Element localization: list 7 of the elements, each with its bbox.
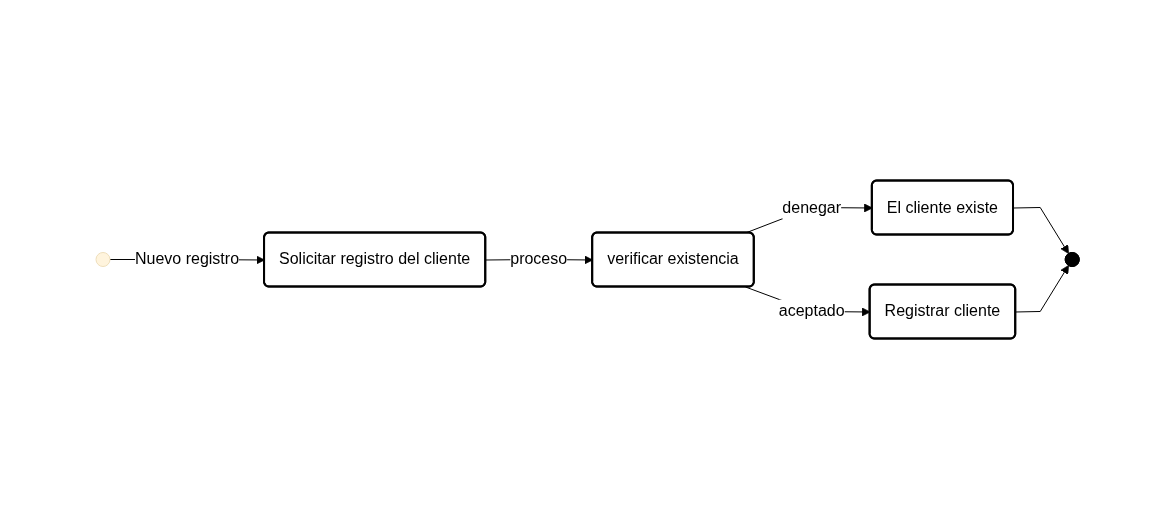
arrow xyxy=(1013,206,1070,254)
edge-label: denegar xyxy=(782,198,842,215)
edge-label: proceso xyxy=(510,250,568,267)
node-circle xyxy=(95,251,111,267)
arrow xyxy=(1015,264,1070,312)
edge-label: aceptado xyxy=(779,302,845,319)
edge-label: Nuevo registro xyxy=(135,250,240,267)
